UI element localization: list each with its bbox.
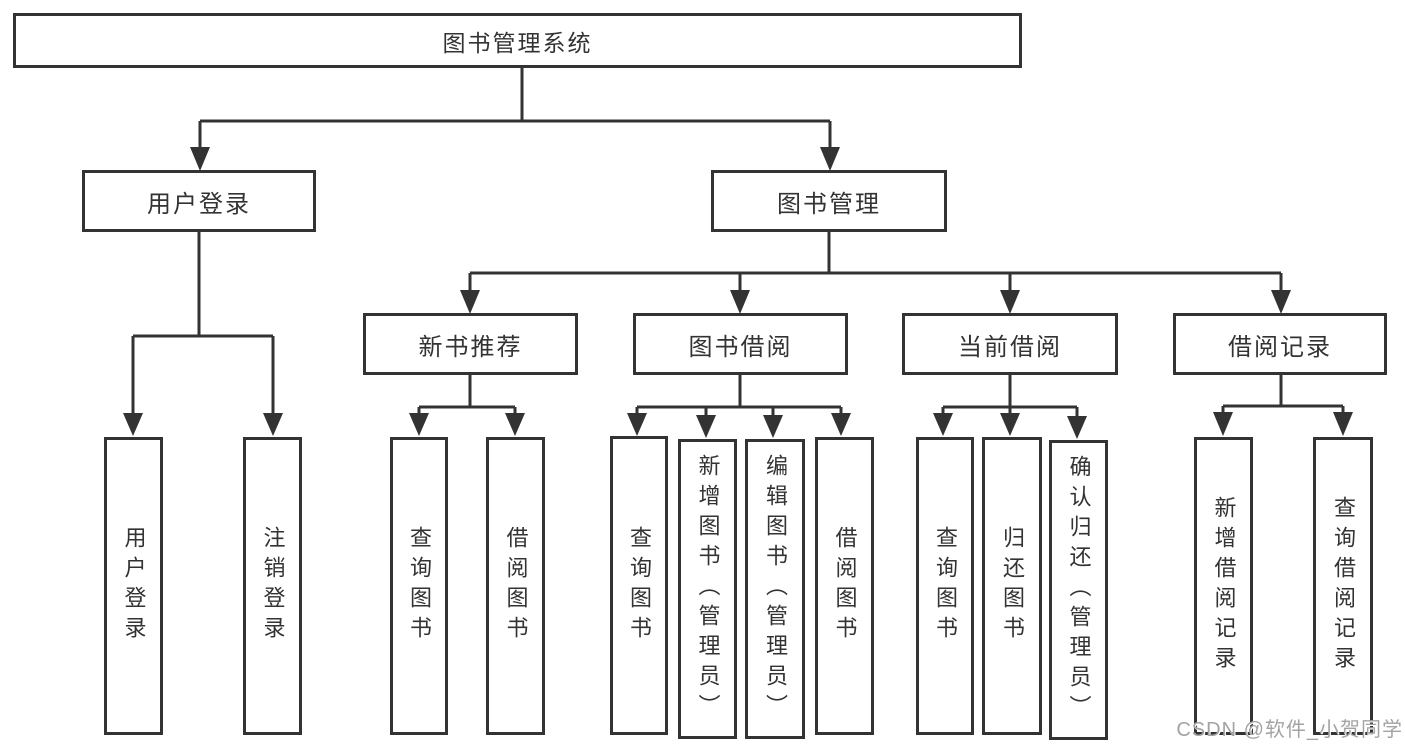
arrowhead-icon bbox=[263, 413, 283, 436]
node-library-system: 图书管理系统 bbox=[13, 13, 1022, 68]
node-label: 查询借阅记录 bbox=[1331, 496, 1356, 676]
leaf-add-borrow-record: 新增借阅记录 bbox=[1194, 437, 1253, 735]
arrowhead-icon bbox=[1213, 412, 1233, 436]
node-label: 图书借阅 bbox=[688, 333, 793, 361]
node-label: 借阅图书 bbox=[503, 526, 529, 646]
arrowhead-icon bbox=[730, 290, 750, 314]
arrowhead-icon bbox=[933, 413, 953, 436]
node-label: 当前借阅 bbox=[958, 333, 1062, 361]
arrowhead-icon bbox=[123, 413, 143, 436]
node-label: 编辑图书（管理员） bbox=[763, 454, 788, 724]
arrowhead-icon bbox=[1000, 290, 1020, 314]
connector-root-to-level2 bbox=[190, 68, 840, 171]
node-label: 借阅记录 bbox=[1228, 333, 1332, 361]
leaf-logout: 注销登录 bbox=[243, 437, 302, 735]
connector-current-borrowing-branch bbox=[933, 375, 1087, 439]
node-label: 查询图书 bbox=[933, 526, 958, 646]
node-label: 图书管理系统 bbox=[442, 29, 593, 56]
node-label: 查询图书 bbox=[627, 525, 652, 646]
node-label: 归还图书 bbox=[1000, 526, 1025, 646]
arrowhead-icon bbox=[763, 415, 783, 438]
leaf-add-books-admin: 新增图书（管理员） bbox=[678, 439, 737, 739]
arrowhead-icon bbox=[460, 290, 480, 314]
arrowhead-icon bbox=[831, 413, 851, 436]
connector-book-borrowing-branch bbox=[627, 375, 851, 438]
arrowhead-icon bbox=[1000, 413, 1020, 436]
node-current-borrowing: 当前借阅 bbox=[902, 313, 1118, 375]
connector-borrow-records-branch bbox=[1213, 375, 1353, 436]
node-label: 图书管理 bbox=[777, 190, 881, 218]
leaf-borrow-books: 借阅图书 bbox=[815, 437, 874, 735]
node-label: 用户登录 bbox=[147, 190, 251, 218]
arrowhead-icon bbox=[820, 147, 840, 171]
leaf-edit-books-admin: 编辑图书（管理员） bbox=[745, 439, 805, 739]
connector-user-login-branch bbox=[123, 232, 283, 436]
leaf-return-books: 归还图书 bbox=[982, 437, 1042, 735]
node-book-borrowing: 图书借阅 bbox=[633, 313, 848, 375]
arrowhead-icon bbox=[1271, 290, 1291, 314]
leaf-confirm-return-admin: 确认归还（管理员） bbox=[1049, 440, 1108, 740]
arrowhead-icon bbox=[505, 413, 525, 436]
arrowhead-icon bbox=[696, 415, 716, 438]
node-new-book-recommend: 新书推荐 bbox=[363, 313, 578, 375]
connector-book-management-branch bbox=[460, 232, 1291, 314]
node-label: 注销登录 bbox=[260, 526, 286, 646]
leaf-query-books-current: 查询图书 bbox=[916, 437, 974, 735]
node-book-management: 图书管理 bbox=[711, 170, 947, 232]
leaf-query-borrow-record: 查询借阅记录 bbox=[1313, 437, 1373, 735]
leaf-query-books-borrowing: 查询图书 bbox=[610, 436, 668, 735]
arrowhead-icon bbox=[409, 413, 429, 436]
node-label: 新书推荐 bbox=[418, 333, 523, 361]
arrowhead-icon bbox=[190, 147, 210, 171]
node-label: 用户登录 bbox=[121, 526, 147, 646]
leaf-user-login: 用户登录 bbox=[104, 437, 163, 735]
csdn-watermark: CSDN @软件_小贺同学 bbox=[1176, 719, 1403, 741]
node-user-login: 用户登录 bbox=[82, 170, 316, 232]
arrowhead-icon bbox=[1067, 416, 1087, 439]
connector-new-book-branch bbox=[409, 375, 525, 436]
node-label: 查询图书 bbox=[407, 526, 432, 646]
node-label: 确认归还（管理员） bbox=[1066, 455, 1092, 725]
leaf-borrow-books-recommend: 借阅图书 bbox=[486, 437, 545, 735]
node-label: 借阅图书 bbox=[832, 526, 858, 646]
node-borrow-records: 借阅记录 bbox=[1173, 313, 1387, 375]
node-label: 新增借阅记录 bbox=[1211, 496, 1237, 676]
arrowhead-icon bbox=[627, 413, 647, 436]
arrowhead-icon bbox=[1333, 412, 1353, 436]
node-label: 新增图书（管理员） bbox=[695, 454, 721, 724]
leaf-query-books-recommend: 查询图书 bbox=[390, 437, 448, 735]
